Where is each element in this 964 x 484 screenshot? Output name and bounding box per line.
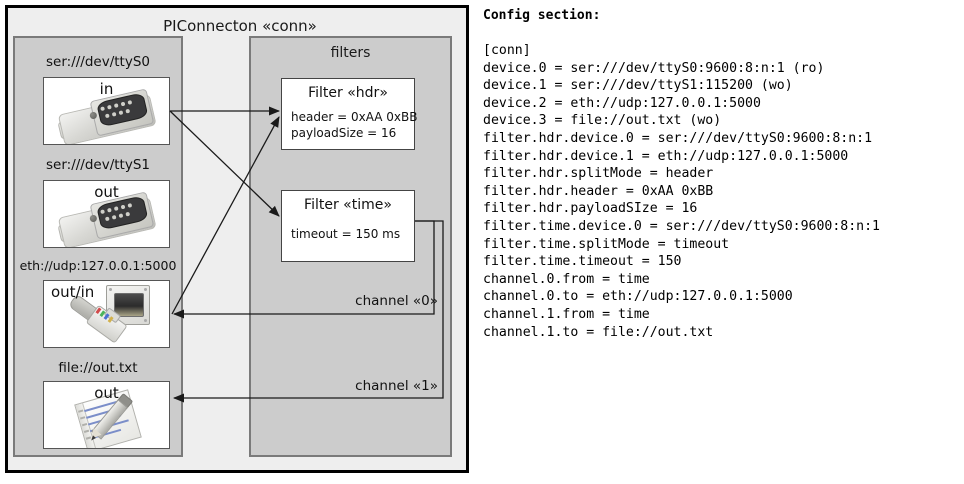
- filter-title-time: Filter «time»: [304, 197, 392, 213]
- config-line: filter.time.splitMode = timeout: [483, 236, 730, 252]
- config-line: channel.1.from = time: [483, 306, 650, 322]
- config-line: channel.0.from = time: [483, 271, 650, 287]
- filter-box-hdr[interactable]: Filter «hdr» header = 0xAA 0xBB payloadS…: [281, 78, 418, 150]
- filter-box-time[interactable]: Filter «time» timeout = 150 ms: [281, 190, 415, 262]
- device-direction-ser0: in: [99, 80, 114, 98]
- config-section: Config section: [conn] device.0 = ser:///…: [483, 0, 964, 484]
- filter-attr-hdr-payload: payloadSize = 16: [291, 126, 397, 140]
- config-line: filter.time.timeout = 150: [483, 254, 682, 270]
- device-box-file[interactable]: out: [43, 381, 170, 449]
- ethernet-rj45-icon: [44, 281, 169, 347]
- config-line: device.1 = ser:///dev/ttyS1:115200 (wo): [483, 78, 793, 94]
- config-heading: Config section:: [483, 8, 601, 23]
- config-line: device.3 = file://out.txt (wo): [483, 113, 722, 129]
- filter-attr-hdr-header: header = 0xAA 0xBB: [291, 110, 418, 124]
- link-channel0-to-eth: [173, 220, 435, 319]
- link-eth-to-hdr: [171, 116, 280, 315]
- config-line: device.0 = ser:///dev/ttyS0:9600:8:n:1 (…: [483, 60, 825, 76]
- filter-attr-time-timeout: timeout = 150 ms: [291, 227, 401, 241]
- device-box-ser1[interactable]: out: [43, 180, 170, 248]
- filter-title-hdr: Filter «hdr»: [308, 85, 388, 101]
- connection-lines: [169, 106, 444, 403]
- config-line: filter.hdr.header = 0xAA 0xBB: [483, 183, 714, 199]
- filters-panel-title: filters: [330, 45, 371, 61]
- config-line: channel.0.to = eth://udp:127.0.0.1:5000: [483, 289, 793, 305]
- device-direction-file: out: [94, 384, 119, 402]
- link-channel1-to-file: [173, 220, 444, 403]
- config-line: filter.hdr.splitMode = header: [483, 166, 714, 182]
- config-line: filter.hdr.device.0 = ser:///dev/ttyS0:9…: [483, 130, 873, 146]
- link-ser0-to-time: [169, 110, 280, 217]
- config-line: [conn]: [483, 43, 531, 58]
- config-text: [conn] device.0 = ser:///dev/ttyS0:9600:8…: [483, 42, 880, 341]
- page-title: PIConnecton «conn»: [163, 17, 317, 35]
- channel-label-1: channel «1»: [355, 378, 438, 394]
- device-box-ser0[interactable]: in: [43, 77, 170, 145]
- device-label-file: file://out.txt: [58, 360, 138, 376]
- device-label-eth: eth://udp:127.0.0.1:5000: [19, 258, 177, 273]
- config-line: channel.1.to = file://out.txt: [483, 324, 714, 340]
- config-line: filter.hdr.payloadSIze = 16: [483, 201, 698, 217]
- device-label-ser0: ser:///dev/ttyS0: [46, 54, 150, 70]
- device-label-ser1: ser:///dev/ttyS1: [46, 157, 150, 173]
- device-direction-ser1: out: [94, 183, 119, 201]
- config-line: filter.time.device.0 = ser:///dev/ttyS0:…: [483, 218, 880, 234]
- device-box-eth[interactable]: out/in: [43, 280, 170, 348]
- device-direction-eth: out/in: [51, 283, 95, 301]
- config-line: filter.hdr.device.1 = eth://udp:127.0.0.…: [483, 148, 849, 164]
- channel-label-0: channel «0»: [355, 293, 438, 309]
- config-line: device.2 = eth://udp:127.0.0.1:5000: [483, 95, 761, 111]
